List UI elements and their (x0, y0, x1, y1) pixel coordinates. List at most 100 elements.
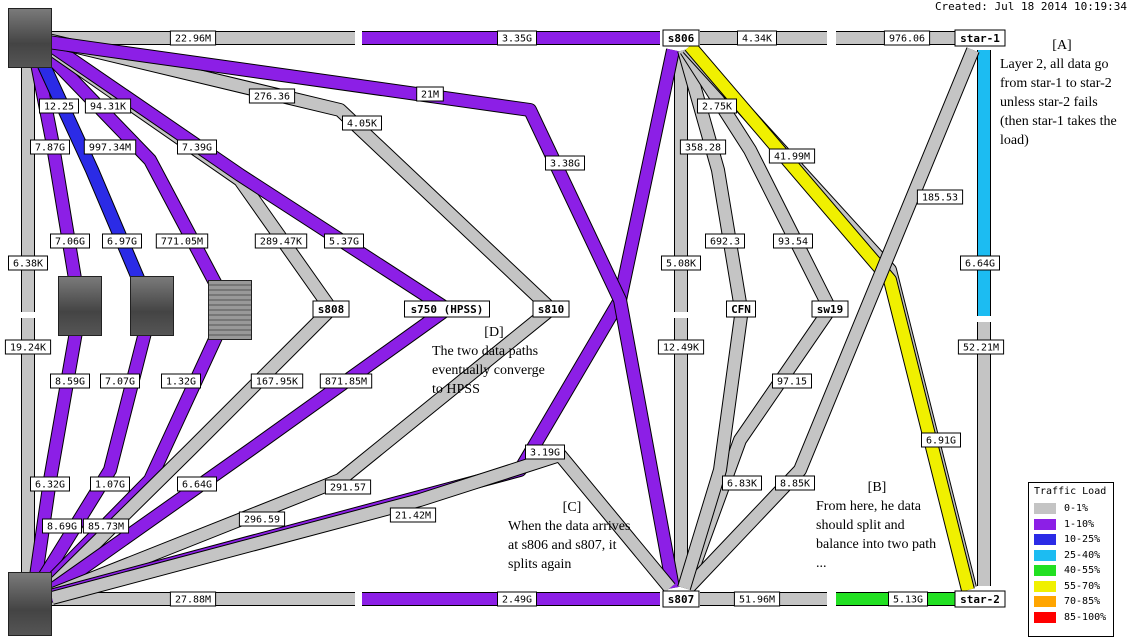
link-label-box (342, 115, 382, 131)
node-box (811, 300, 849, 318)
legend-swatch (1034, 596, 1056, 608)
link-label-box (525, 444, 565, 460)
link-label-j2: 5.37G (324, 233, 364, 249)
link-label-box (30, 139, 70, 155)
link-label-text: 7.06G (55, 237, 85, 248)
link-label-text: 93.54 (778, 237, 808, 248)
node-s810[interactable]: s810 (532, 300, 570, 318)
legend-label: 70-85% (1064, 596, 1101, 608)
link-label-box (50, 373, 90, 389)
node-label: s810 (538, 303, 565, 316)
link-label-text: 6.32G (35, 480, 65, 491)
link-s802-s807-arc[interactable] (50, 449, 675, 604)
note-d-heading: [D] (484, 325, 504, 340)
node-star1[interactable]: star-1 (954, 29, 1006, 47)
note-c-heading: [C] (562, 500, 582, 515)
link-label-box (768, 148, 816, 164)
link-s801-s808[interactable] (40, 39, 336, 313)
link-label-text: 6.64G (965, 259, 995, 270)
note-b-text: From here, he data should split and bala… (816, 499, 937, 571)
link-label-f1: 7.87G (30, 139, 70, 155)
node-sw19[interactable]: sw19 (811, 300, 849, 318)
link-label-f2: 7.06G (50, 233, 90, 249)
node-star2[interactable]: star-2 (954, 590, 1006, 608)
link-label-top_a: 22.96M (169, 30, 217, 46)
legend-title: Traffic Load (1034, 486, 1107, 497)
link-label-text: 185.53 (922, 193, 958, 204)
link-label-r9: 185.53 (916, 189, 964, 205)
link-label-v2: 12.49K (657, 339, 705, 355)
link-label-i3: 167.95K (250, 373, 304, 389)
link-label-k3: 296.59 (238, 511, 286, 527)
link-label-box (916, 189, 964, 205)
link-label-bot_c: 51.96M (733, 591, 781, 607)
link-label-box (888, 591, 928, 607)
link-label-r3: 692.3 (705, 233, 745, 249)
node-label: s807 (668, 593, 695, 606)
link-label-box (90, 476, 130, 492)
legend-item: 1-10% (1034, 517, 1113, 533)
link-label-box (177, 139, 217, 155)
link-label-text: 85.73M (88, 522, 124, 533)
link-label-box (319, 373, 373, 389)
link-label-text: 41.99M (774, 152, 810, 163)
link-s801-s805[interactable] (35, 41, 235, 312)
node-cfn[interactable]: CFN (726, 300, 756, 318)
link-s801-s750[interactable] (42, 37, 451, 315)
link-label-box (773, 233, 813, 249)
node-s750[interactable]: s750 (HPSS) (404, 300, 490, 318)
s805-device-icon (208, 280, 252, 340)
link-s801-s810[interactable] (46, 34, 556, 314)
link-s806-sw19[interactable] (680, 46, 836, 312)
link-label-text: 22.96M (175, 34, 211, 45)
node-label: star-1 (960, 32, 1000, 45)
node-s807[interactable]: s807 (662, 590, 700, 608)
link-label-text: 997.34M (89, 143, 131, 154)
link-s802-s804[interactable] (30, 307, 157, 594)
legend-label: 0-1% (1064, 503, 1089, 515)
link-label-box (82, 518, 130, 534)
link-label-text: 12.49K (663, 343, 699, 354)
node-s808[interactable]: s808 (312, 300, 350, 318)
node-box (726, 300, 756, 318)
node-label: s750 (HPSS) (411, 303, 484, 316)
link-label-text: 7.87G (35, 143, 65, 154)
link-label-box (697, 98, 737, 114)
link-s802-s750[interactable] (42, 304, 451, 599)
link-s807-star1[interactable] (683, 47, 979, 593)
link-label-box (705, 233, 745, 249)
link-label-text: 3.38G (550, 159, 580, 170)
link-label-k1: 21M (416, 86, 444, 102)
legend-label: 85-100% (1064, 611, 1107, 623)
note-d-text: The two data paths eventually converge t… (432, 344, 545, 397)
link-s801-s804[interactable] (30, 45, 157, 312)
legend-label: 1-10% (1064, 518, 1095, 530)
link-label-h3: 1.32G (161, 373, 201, 389)
link-label-box (100, 373, 140, 389)
link-label-box (4, 339, 52, 355)
link-label-box (772, 373, 812, 389)
link-s807-cfn[interactable] (678, 315, 747, 590)
note-a-text: Layer 2, all data go from star-1 to star… (1000, 57, 1117, 148)
link-label-text: 6.64G (182, 480, 212, 491)
link-label-text: 1.32G (166, 377, 196, 388)
link-label-g4: 6.97G (102, 233, 142, 249)
link-label-text: 51.96M (739, 595, 775, 606)
link-s802-s808[interactable] (39, 304, 336, 599)
node-s806[interactable]: s806 (662, 29, 700, 47)
link-s806-cfn[interactable] (678, 48, 747, 310)
legend-item: 85-100% (1034, 610, 1113, 626)
link-label-box (722, 475, 762, 491)
link-s806-star2-b[interactable] (685, 42, 974, 592)
link-label-text: 2.75K (702, 102, 732, 113)
link-label-box (883, 30, 931, 46)
link-label-r8: 8.85K (775, 475, 815, 491)
link-label-r10: 6.91G (921, 432, 961, 448)
legend-item: 0-1% (1034, 501, 1113, 517)
link-label-box (254, 233, 308, 249)
link-label-bot_b: 2.49G (497, 591, 537, 607)
link-label-box (102, 233, 142, 249)
link-s801-s807[interactable] (47, 36, 679, 590)
link-label-l_b: 19.24K (4, 339, 52, 355)
link-label-text: 8.59G (55, 377, 85, 388)
